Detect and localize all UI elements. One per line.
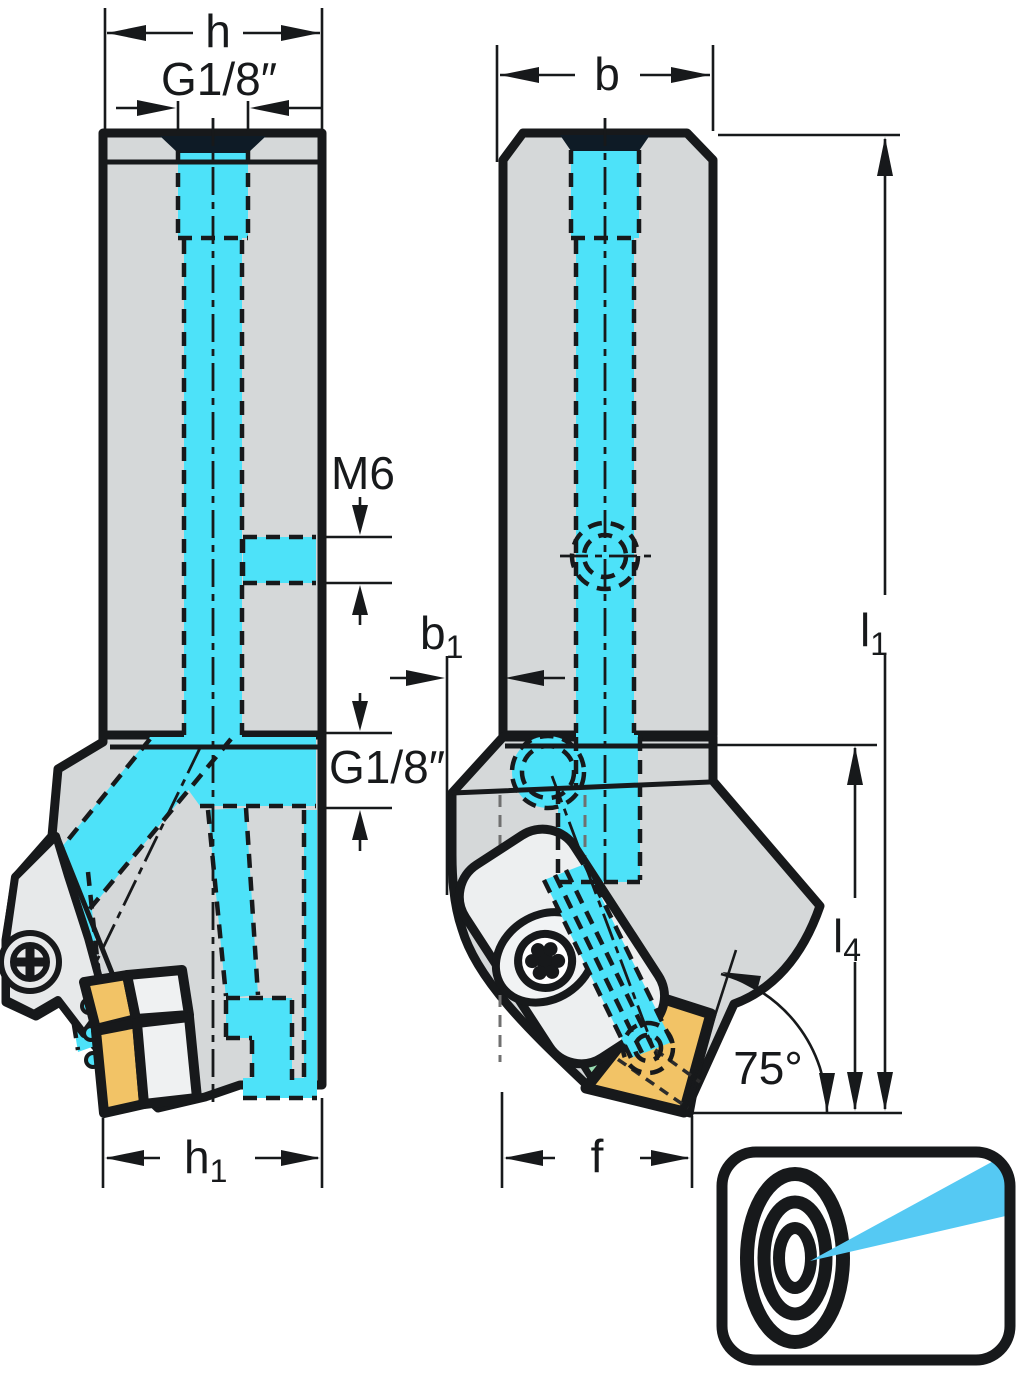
dimension-l4: l4 <box>713 743 877 1111</box>
dimension-g18-top-label: G1/8″ <box>161 53 277 105</box>
dimensions: h G1/8″ b M6 b1 G1/8″ <box>101 5 902 1189</box>
l4-subscript: 4 <box>843 932 861 968</box>
front-edge-lines <box>451 743 713 796</box>
front-g18-port-thread-dashed <box>509 733 587 811</box>
dimension-m6-lines <box>323 497 392 625</box>
front-coolant-channels <box>558 148 640 882</box>
front-nozzle-outlet-dashed <box>620 1020 676 1076</box>
dimension-f-arrows <box>504 1150 690 1166</box>
dimension-h1: h1 <box>101 1098 324 1189</box>
dimension-b: b <box>495 45 715 162</box>
dimension-m6: M6 <box>323 447 395 625</box>
dimension-b-lines <box>495 45 715 162</box>
dimension-f-lines <box>500 1092 694 1188</box>
dimension-h-lines <box>103 8 324 130</box>
side-view <box>0 118 327 1118</box>
l1-subscript: 1 <box>870 626 888 662</box>
dimension-l1-label: l1 <box>860 604 888 662</box>
dimension-b-label: b <box>594 48 620 100</box>
torx-screw-icon <box>525 942 566 980</box>
front-nozzle-outlet-inner-dashed <box>632 1032 664 1064</box>
dimension-m6-arrows <box>352 505 368 615</box>
side-clamp-screw-slots <box>15 947 45 977</box>
bullseye-icon <box>740 1167 850 1349</box>
dimension-l4-arrows <box>847 746 863 1111</box>
dimension-g18-side: G1/8″ <box>323 693 445 851</box>
side-insert <box>79 965 202 1118</box>
dimension-angle-75: 75° <box>682 949 835 1113</box>
dimension-g18-side-lines <box>323 693 392 851</box>
coolant-beam-icon <box>810 1157 1005 1261</box>
l4-base: l <box>833 910 843 962</box>
front-g18-port-bore-dashed <box>519 743 577 801</box>
dimension-angle-label: 75° <box>733 1042 803 1094</box>
dimension-b1-lines <box>390 656 565 895</box>
precision-coolant-target-icon <box>716 1146 1016 1366</box>
dimension-g18-side-label: G1/8″ <box>329 741 445 793</box>
dimension-b1: b1 <box>390 607 565 895</box>
dimension-b1-arrows <box>406 670 544 686</box>
dimension-g18-top-lines <box>116 101 322 131</box>
insert-face-top <box>122 965 194 1024</box>
icon-border <box>716 1146 1016 1366</box>
l1-base: l <box>860 604 870 656</box>
dimension-l1: l1 <box>688 133 902 1115</box>
dimension-h-label: h <box>205 5 231 57</box>
dimension-g18-top-arrows <box>137 100 289 116</box>
h1-base: h <box>184 1131 210 1183</box>
dimension-l1-lines <box>688 133 902 1115</box>
b1-base: b <box>420 607 446 659</box>
insert-face-front <box>132 1012 202 1109</box>
dimension-m6-label: M6 <box>331 447 395 499</box>
front-centerlines <box>550 118 660 1061</box>
dimension-b1-label: b1 <box>420 607 463 665</box>
b1-subscript: 1 <box>446 629 464 665</box>
dimension-l4-label: l4 <box>833 910 861 968</box>
dimension-h1-label: h1 <box>184 1131 227 1189</box>
h1-subscript: 1 <box>210 1153 228 1189</box>
dimension-g18-top: G1/8″ <box>116 53 322 131</box>
dimension-f: f <box>500 1092 694 1188</box>
front-view <box>447 118 825 1118</box>
dimension-h1-lines <box>101 1098 324 1188</box>
dimension-h: h <box>103 5 324 130</box>
dimension-g18-side-arrows <box>352 701 368 840</box>
dimension-f-label: f <box>591 1130 604 1182</box>
